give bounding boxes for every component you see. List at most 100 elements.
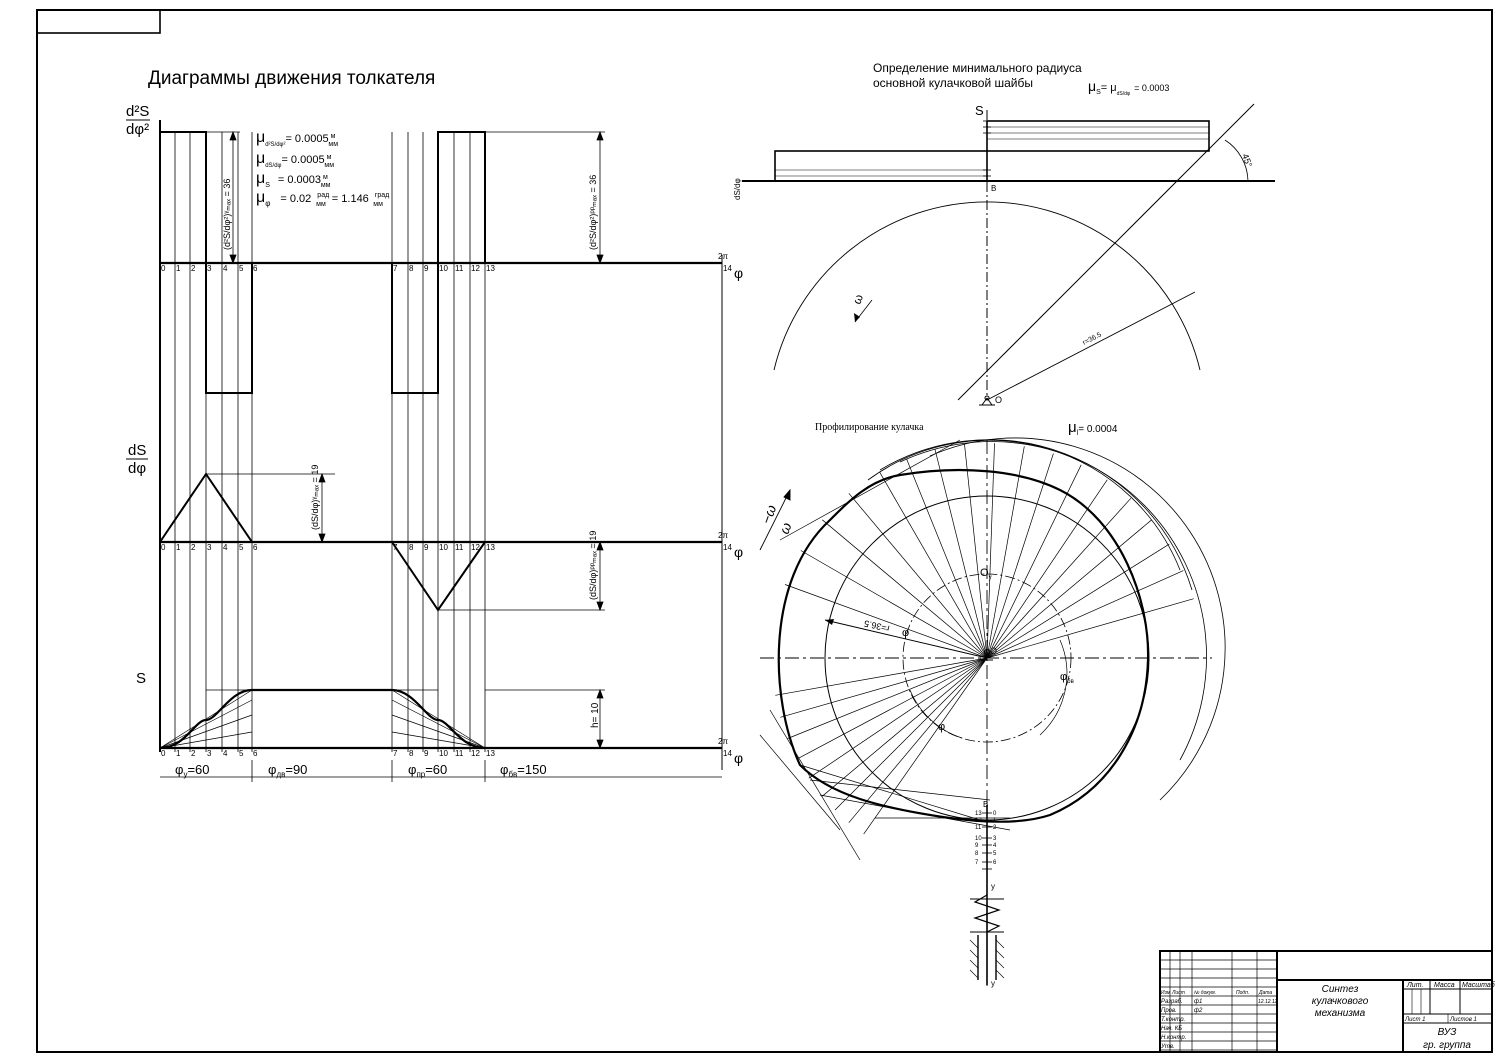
cam-phi-u-label: φ (938, 721, 945, 733)
phi-axis-label-2: φ (734, 544, 743, 560)
station-label: 2 (191, 543, 196, 552)
follower-tick-left: 10 (975, 836, 982, 842)
drawing-frame (36, 9, 1493, 1053)
station-label: 8 (409, 749, 414, 758)
follower-spring (973, 894, 1001, 933)
station-label: 8 (409, 543, 414, 552)
tb-row-val-1: ф1 (1194, 999, 1202, 1005)
tb-scale: Масштаб (1462, 981, 1496, 989)
station-label: 10 (439, 749, 448, 758)
follower-y-label-2: у (991, 979, 995, 988)
tb-header-cell: Дата (1258, 990, 1272, 996)
station-label: 13 (486, 543, 495, 552)
min-radius-left-axis-label: dS/dφ (733, 178, 742, 200)
follower-tick-right: 4 (993, 843, 997, 849)
phase-rise-label: φу=60 (175, 762, 210, 779)
cam-profile-scale: μl= 0.0004 (1068, 419, 1118, 437)
station-label: 5 (239, 264, 244, 273)
station-label: 0 (161, 543, 166, 552)
station-label: 14 (723, 264, 732, 273)
follower-tick-left: 12 (975, 818, 982, 824)
cam-profile-diagram: Профилирование кулачка μl= 0.0004 (758, 419, 1226, 990)
tb-header-cell: № докум. (1194, 990, 1216, 996)
station-label: 3 (207, 264, 212, 273)
follower-tick-right: 0 (993, 811, 997, 817)
accel-max-up-dimension: (d²S/dφ²)ᵞₘₐₓ = 36 (222, 179, 232, 250)
accel-axis-label-top: d²S (126, 103, 149, 120)
follower-tick-left: 13 (975, 811, 982, 817)
angle-45-label: 45° (1240, 152, 1254, 169)
cam-profile-curve (777, 468, 1150, 823)
station-label: 11 (455, 543, 464, 552)
station-label: 3 (207, 543, 212, 552)
cam-omega-label: ω (776, 520, 795, 536)
cam-omega-neg-label: −ω (758, 503, 780, 526)
title-block-text: Синтез кулачкового механизма Лит. Масса … (1160, 981, 1496, 1051)
tb-org-2: гр. группа (1423, 1040, 1471, 1051)
station-label: 5 (239, 749, 244, 758)
station-label: 0 (161, 749, 166, 758)
station-label: 10 (439, 264, 448, 273)
tb-sheets: Листов 1 (1449, 1017, 1477, 1023)
tb-row-label: Утв. (1160, 1044, 1175, 1050)
tb-org-1: ВУЗ (1438, 1027, 1457, 1038)
station-label: 4 (223, 543, 228, 552)
follower-tick-left: 8 (975, 851, 979, 857)
tb-row-label: Т.контр. (1161, 1017, 1185, 1023)
station-label: 9 (424, 749, 429, 758)
station-label: 12 (471, 749, 480, 758)
tb-header-cell: Подп. (1236, 990, 1249, 996)
phase-near-dwell-label: φбв=150 (500, 762, 547, 779)
min-radius-S-label: S (975, 103, 984, 118)
station-label: 2 (191, 749, 196, 758)
station-label: 0 (161, 264, 166, 273)
cam-radius-label: r=36.5 (863, 618, 890, 634)
cam-phi-label: φ (902, 627, 909, 639)
station-label: 6 (253, 543, 258, 552)
station-label: 6 (253, 749, 258, 758)
tb-doc-title-2: кулачкового (1312, 996, 1369, 1007)
min-radius-scale: μS= μdS/dφ= 0.0003 (1088, 78, 1169, 97)
station-label: 4 (223, 749, 228, 758)
tb-header-cell: Лист (1171, 990, 1185, 996)
tb-mass: Масса (1434, 982, 1455, 989)
station-label: 7 (393, 543, 398, 552)
tb-row-label: Пров. (1161, 1008, 1177, 1014)
station-label: 9 (424, 543, 429, 552)
follower-y-label-1: у (991, 882, 995, 891)
tb-date: 12.12.12 (1258, 999, 1278, 1005)
phase-return-label: φпр=60 (408, 762, 447, 779)
min-radius-B-label: B (991, 184, 996, 193)
cam-B-label: B (983, 800, 988, 809)
min-radius-title-line2: основной кулачковой шайбы (873, 76, 1033, 90)
stroke-h-dimension: h= 10 (590, 702, 601, 728)
vel-max-up-dimension: (dS/dφ)ᵞₘₐₓ = 19 (310, 465, 320, 530)
phase-dwell-label: φдв=90 (268, 762, 307, 779)
station-label: 7 (393, 749, 398, 758)
station-label: 8 (409, 264, 414, 273)
cam-center-O: O (990, 646, 997, 656)
follower-tick-right: 3 (993, 836, 997, 842)
station-label: 1 (176, 543, 181, 552)
station-label: 14 (723, 749, 732, 758)
station-label: 12 (471, 264, 480, 273)
acceleration-diagram (159, 131, 486, 394)
station-label: 2 (191, 264, 196, 273)
motion-diagrams: Диаграммы движения толкателя d²S dφ² dS … (126, 68, 743, 782)
phi-axis-label-1: φ (734, 265, 743, 281)
phi-axis-label-3: φ (734, 750, 743, 766)
cam-profile-title: Профилирование кулачка (815, 422, 924, 433)
station-label: 13 (486, 749, 495, 758)
station-label: 4 (223, 264, 228, 273)
tb-row-val-2: ф2 (1194, 1008, 1203, 1014)
follower-tick-right: 6 (993, 860, 997, 866)
min-radius-title-line1: Определение минимального радиуса (873, 61, 1082, 75)
follower-tick-right: 1 (993, 818, 997, 824)
